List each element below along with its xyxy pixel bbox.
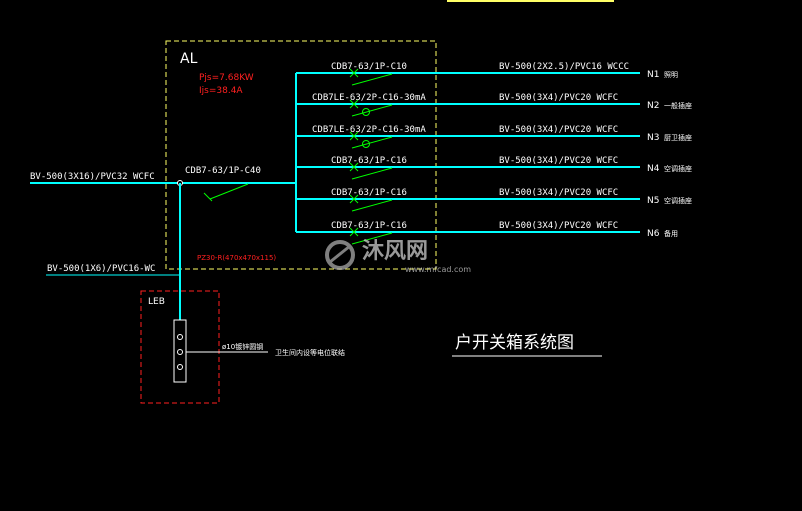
circuit-load: 厨卫插座 bbox=[664, 133, 692, 142]
circuit-id: N2 bbox=[647, 101, 659, 111]
circuit-breaker-switch bbox=[351, 136, 393, 149]
circuit-cable-label: BV-500(3X4)/PVC20 WCFC bbox=[499, 156, 618, 166]
leb-label: LEB bbox=[148, 297, 165, 307]
earth-terminal-3 bbox=[177, 364, 183, 370]
circuit-rows: CDB7-63/1P-C10 BV-500(2X2.5)/PVC16 WCCC N1… bbox=[296, 62, 692, 245]
circuit-cable-label: BV-500(3X4)/PVC20 WCFC bbox=[499, 125, 618, 135]
circuit-load: 备用 bbox=[664, 229, 678, 238]
main-breaker-switch bbox=[209, 183, 249, 200]
main-breaker-cross-a bbox=[203, 192, 213, 202]
circuit-load: 空调插座 bbox=[664, 164, 692, 173]
circuit-breaker-switch bbox=[351, 167, 393, 180]
earth-conductor-label: ø10镀锌圆钢 bbox=[222, 342, 263, 351]
earth-terminal-1 bbox=[177, 334, 183, 340]
circuit-id: N6 bbox=[647, 229, 660, 239]
watermark: 沐风网 www.mfcad.com bbox=[325, 239, 471, 274]
circuit-breaker-label: CDB7-63/1P-C16 bbox=[331, 156, 407, 166]
circuit-cable-label: BV-500(3X4)/PVC20 WCFC bbox=[499, 221, 618, 231]
diagram-title: 户开关箱系统图 bbox=[455, 333, 574, 353]
circuit-rcd-symbol bbox=[362, 108, 370, 116]
circuit-cable-label: BV-500(3X4)/PVC20 WCFC bbox=[499, 93, 618, 103]
circuit-load: 照明 bbox=[664, 71, 678, 79]
circuit-breaker-cross-b bbox=[349, 162, 359, 172]
panel-enclosure bbox=[165, 40, 437, 270]
circuit-breaker-label: CDB7LE-63/2P-C16-30mA bbox=[312, 125, 426, 135]
circuit-breaker-cross-b bbox=[349, 227, 359, 237]
panel-current: Ijs=38.4A bbox=[199, 86, 243, 96]
panel-enclosure-label: PZ30-R(470x470x115) bbox=[197, 254, 276, 262]
circuit-breaker-switch bbox=[351, 232, 393, 245]
circuit-rcd-symbol bbox=[362, 140, 370, 148]
watermark-brand: 沐风网 bbox=[362, 239, 428, 264]
circuit-breaker-cross-b bbox=[349, 194, 359, 204]
circuit-breaker-label: CDB7-63/1P-C16 bbox=[331, 221, 407, 231]
circuit-id: N5 bbox=[647, 196, 659, 206]
circuit-breaker-switch bbox=[351, 104, 393, 117]
earth-terminal-bar bbox=[173, 319, 187, 383]
watermark-url: www.mfcad.com bbox=[405, 265, 471, 274]
circuit-load: 空调插座 bbox=[664, 196, 692, 205]
panel-name: AL bbox=[180, 51, 198, 67]
leb-box bbox=[140, 290, 220, 404]
circuit-breaker-label: CDB7-63/1P-C10 bbox=[331, 62, 407, 72]
incoming-cable-label: BV-500(3X16)/PVC32 WCFC bbox=[30, 172, 155, 182]
circuit-id: N3 bbox=[647, 133, 659, 143]
circuit-breaker-switch bbox=[351, 73, 393, 86]
circuit-id: N4 bbox=[647, 164, 660, 174]
circuit-load: 一般插座 bbox=[664, 101, 692, 110]
circuit-breaker-switch bbox=[351, 199, 393, 212]
circuit-cable-label: BV-500(2X2.5)/PVC16 WCCC bbox=[499, 62, 629, 72]
panel-power: Pjs=7.68KW bbox=[199, 73, 254, 83]
earth-note: 卫生间内设等电位联结 bbox=[275, 348, 345, 357]
circuit-id: N1 bbox=[647, 70, 659, 80]
circuit-breaker-label: CDB7-63/1P-C16 bbox=[331, 188, 407, 198]
circuit-breaker-label: CDB7LE-63/2P-C16-30mA bbox=[312, 93, 426, 103]
circuit-breaker-cross-b bbox=[349, 99, 359, 109]
earth-cable-label: BV-500(1X6)/PVC16-WC bbox=[47, 264, 155, 274]
circuit-breaker-cross-b bbox=[349, 68, 359, 78]
circuit-breaker-cross-b bbox=[349, 131, 359, 141]
watermark-logo-icon bbox=[325, 240, 355, 270]
watermark-logo-slash bbox=[329, 244, 351, 264]
earth-terminal-2 bbox=[177, 349, 183, 355]
circuit-cable-label: BV-500(3X4)/PVC20 WCFC bbox=[499, 188, 618, 198]
main-breaker-label: CDB7-63/1P-C40 bbox=[185, 166, 261, 176]
